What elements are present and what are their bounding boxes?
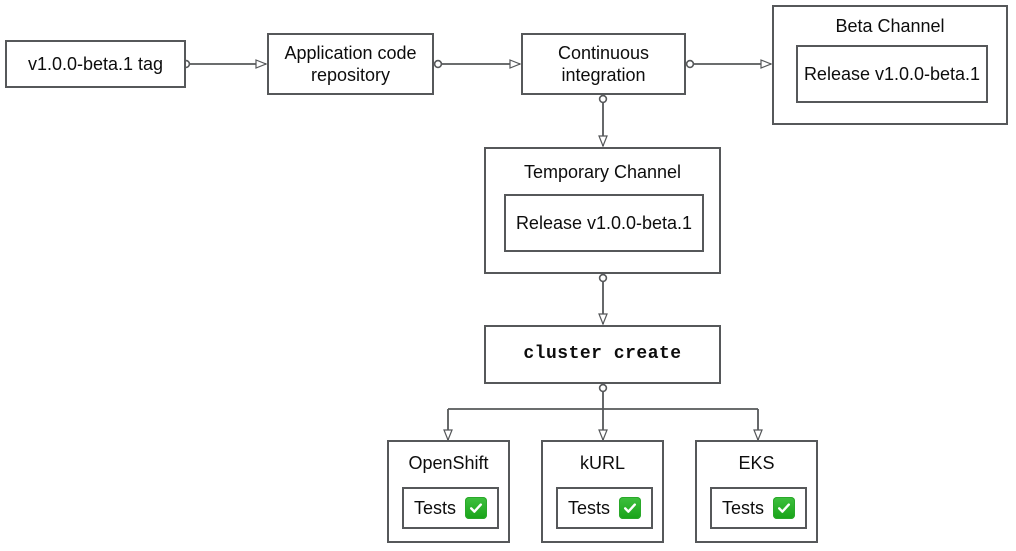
edge-temporary-channel-to-cluster-create (600, 273, 607, 324)
edge-ci-to-beta-channel (685, 61, 771, 68)
openshift-tests-box[interactable]: Tests (402, 487, 499, 529)
node-openshift[interactable]: OpenShift Tests (387, 440, 510, 543)
node-continuous-integration[interactable]: Continuous integration (521, 33, 686, 95)
node-tag[interactable]: v1.0.0-beta.1 tag (5, 40, 186, 88)
temporary-channel-release-box[interactable]: Release v1.0.0-beta.1 (504, 194, 704, 252)
green-check-icon (619, 497, 641, 519)
node-cluster-create-label: cluster create (523, 344, 682, 365)
node-application-code-repository[interactable]: Application code repository (267, 33, 434, 95)
temporary-channel-title: Temporary Channel (523, 162, 682, 182)
edge-cluster-create-to-platforms (448, 383, 758, 440)
node-application-code-repository-label: Application code repository (284, 42, 417, 86)
eks-tests-label: Tests (721, 497, 764, 518)
node-eks[interactable]: EKS Tests (695, 440, 818, 543)
beta-channel-title: Beta Channel (835, 16, 945, 36)
kurl-tests-label: Tests (567, 497, 610, 518)
node-temporary-channel[interactable]: Temporary Channel Release v1.0.0-beta.1 (484, 147, 721, 274)
edge-tag-to-repo (181, 61, 266, 68)
edge-repo-to-ci (433, 61, 520, 68)
edge-ci-to-temporary-channel (600, 94, 607, 146)
temporary-channel-release-label: Release v1.0.0-beta.1 (515, 212, 693, 233)
eks-tests-box[interactable]: Tests (710, 487, 807, 529)
beta-channel-release-box[interactable]: Release v1.0.0-beta.1 (796, 45, 988, 103)
openshift-tests-label: Tests (413, 497, 456, 518)
node-tag-label: v1.0.0-beta.1 tag (27, 53, 164, 74)
eks-title: EKS (738, 453, 775, 473)
beta-channel-release-label: Release v1.0.0-beta.1 (803, 63, 981, 84)
openshift-title: OpenShift (408, 453, 489, 473)
green-check-icon (773, 497, 795, 519)
green-check-icon (465, 497, 487, 519)
kurl-tests-box[interactable]: Tests (556, 487, 653, 529)
node-kurl[interactable]: kURL Tests (541, 440, 664, 543)
node-continuous-integration-label: Continuous integration (557, 42, 650, 86)
kurl-title: kURL (579, 453, 625, 473)
node-cluster-create[interactable]: cluster create (484, 325, 721, 384)
node-beta-channel[interactable]: Beta Channel Release v1.0.0-beta.1 (772, 5, 1008, 125)
